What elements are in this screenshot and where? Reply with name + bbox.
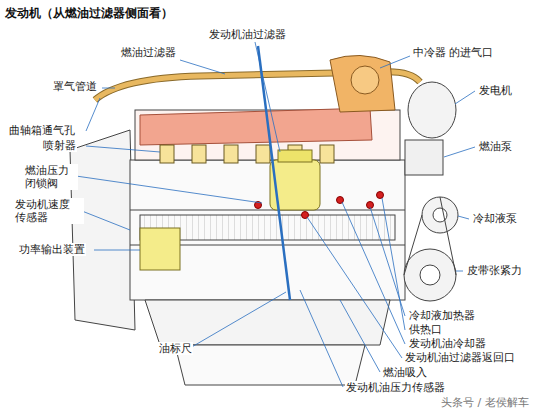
part-label: 燃油吸入 — [382, 366, 428, 379]
part-label: 罩气管道 — [52, 80, 98, 93]
part-label: 发动机油过滤器 — [208, 28, 287, 41]
part-label: 供热口 — [408, 323, 443, 336]
diagram-title: 发动机（从燃油过滤器侧面看） — [5, 5, 173, 22]
watermark: 头条号 / 老侯解车 — [440, 396, 530, 409]
part-label: 喷射器 — [42, 139, 77, 152]
part-label: 冷却液加热器 — [408, 309, 476, 322]
part-label: 冷却液泵 — [472, 212, 518, 225]
part-label: 燃油压力 闭锁阀 — [24, 164, 78, 190]
part-label: 中冷器 的进气口 — [412, 46, 514, 59]
part-label: 发动机油压力传感器 — [345, 381, 446, 394]
part-label: 皮带张紧力 — [466, 264, 523, 277]
part-label: 油标尺 — [158, 342, 193, 355]
part-label: 发动机速度 传感器 — [14, 198, 84, 224]
part-label: 发动机油过滤器返回口 — [404, 351, 516, 364]
part-label: 功率输出装置 — [18, 243, 86, 256]
part-label: 燃油过滤器 — [120, 46, 177, 59]
part-label: 发电机 — [478, 84, 513, 97]
part-label: 曲轴箱通气孔 — [8, 124, 76, 137]
part-label: 燃油泵 — [478, 140, 513, 153]
part-label: 发动机油冷却器 — [408, 337, 487, 350]
